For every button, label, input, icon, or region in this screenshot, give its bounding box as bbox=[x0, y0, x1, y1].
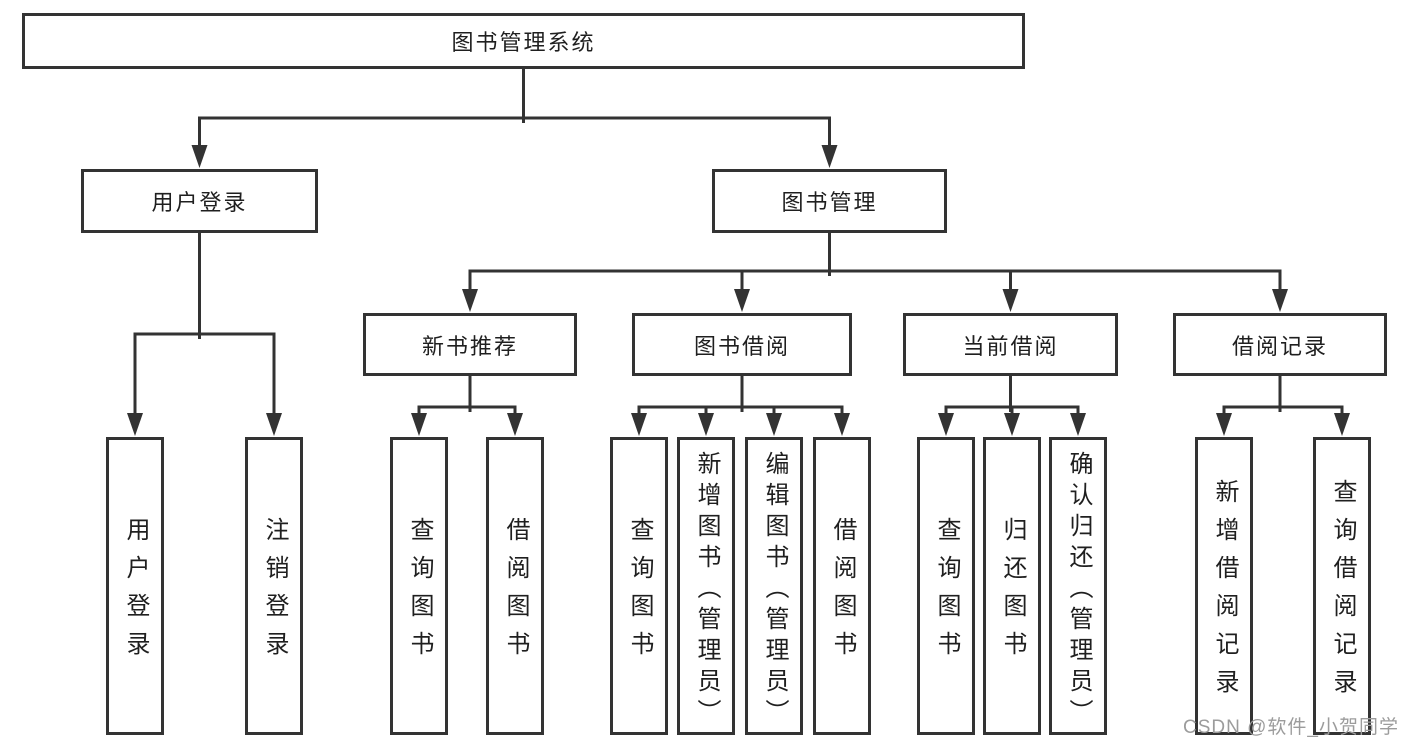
node-rec-borrow-books: 借阅图书 bbox=[486, 437, 544, 735]
node-br-query-record: 查询借阅记录 bbox=[1313, 437, 1371, 735]
node-cb-confirm-return: 确认归还（管理员） bbox=[1049, 437, 1107, 735]
node-label-new-book-rec: 新书推荐 bbox=[421, 333, 518, 359]
connector-borrow-records bbox=[1216, 375, 1350, 436]
arrowhead-icon bbox=[411, 413, 427, 436]
arrowhead-icon bbox=[698, 413, 714, 436]
node-cb-return-books: 归还图书 bbox=[983, 437, 1041, 735]
node-bb-borrow-books: 借阅图书 bbox=[813, 437, 871, 735]
node-label-br-query-record: 查询借阅记录 bbox=[1329, 479, 1356, 707]
node-label-book-mgmt: 图书管理 bbox=[781, 190, 878, 215]
arrowhead-icon bbox=[1070, 413, 1086, 436]
node-label-current-borrow: 当前借阅 bbox=[962, 333, 1059, 359]
arrowhead-icon bbox=[1004, 413, 1020, 436]
connector-current-borrow bbox=[938, 375, 1086, 436]
connector-new-book-rec bbox=[411, 375, 523, 436]
node-label-login: 用户登录 bbox=[151, 190, 248, 215]
node-label-rec-query-books: 查询图书 bbox=[406, 517, 433, 669]
node-label-bb-edit-books: 编辑图书（管理员） bbox=[761, 450, 788, 730]
arrowhead-icon bbox=[191, 145, 208, 168]
node-br-add-record: 新增借阅记录 bbox=[1195, 437, 1253, 735]
arrowhead-icon bbox=[266, 413, 282, 436]
node-bb-add-books: 新增图书（管理员） bbox=[677, 437, 735, 735]
arrowhead-icon bbox=[127, 413, 143, 436]
arrowhead-icon bbox=[821, 145, 838, 168]
node-bb-edit-books: 编辑图书（管理员） bbox=[745, 437, 803, 735]
node-label-bb-query-books: 查询图书 bbox=[626, 517, 653, 669]
connector-login bbox=[127, 232, 282, 436]
node-label-cb-confirm-return: 确认归还（管理员） bbox=[1065, 450, 1092, 730]
node-logout: 注销登录 bbox=[245, 437, 303, 735]
node-label-cb-query-books: 查询图书 bbox=[933, 517, 960, 669]
node-current-borrow: 当前借阅 bbox=[903, 313, 1118, 376]
node-label-bb-add-books: 新增图书（管理员） bbox=[693, 450, 720, 730]
node-label-bb-borrow-books: 借阅图书 bbox=[829, 517, 856, 669]
node-cb-query-books: 查询图书 bbox=[917, 437, 975, 735]
node-rec-query-books: 查询图书 bbox=[390, 437, 448, 735]
node-label-root: 图书管理系统 bbox=[451, 30, 596, 55]
arrowhead-icon bbox=[631, 413, 647, 436]
node-new-book-rec: 新书推荐 bbox=[363, 313, 577, 376]
arrowhead-icon bbox=[766, 413, 782, 436]
arrowhead-icon bbox=[834, 413, 850, 436]
node-book-mgmt: 图书管理 bbox=[712, 169, 947, 233]
node-book-borrow: 图书借阅 bbox=[632, 313, 852, 376]
node-label-cb-return-books: 归还图书 bbox=[999, 517, 1026, 669]
arrowhead-icon bbox=[1272, 289, 1288, 312]
node-user-login: 用户登录 bbox=[106, 437, 164, 735]
node-bb-query-books: 查询图书 bbox=[610, 437, 668, 735]
arrowhead-icon bbox=[1334, 413, 1350, 436]
connector-book-borrow bbox=[631, 375, 850, 436]
node-label-user-login: 用户登录 bbox=[122, 517, 149, 669]
node-label-book-borrow: 图书借阅 bbox=[693, 333, 790, 359]
node-label-logout: 注销登录 bbox=[261, 517, 288, 669]
node-label-rec-borrow-books: 借阅图书 bbox=[502, 517, 529, 669]
arrowhead-icon bbox=[462, 289, 478, 312]
node-root: 图书管理系统 bbox=[22, 13, 1025, 69]
arrowhead-icon bbox=[1002, 289, 1019, 312]
arrowhead-icon bbox=[507, 413, 523, 436]
node-borrow-records: 借阅记录 bbox=[1173, 313, 1387, 376]
node-label-borrow-records: 借阅记录 bbox=[1231, 333, 1328, 359]
arrowhead-icon bbox=[734, 289, 750, 312]
connector-root bbox=[191, 68, 838, 168]
node-login: 用户登录 bbox=[81, 169, 318, 233]
arrowhead-icon bbox=[938, 413, 954, 436]
node-label-br-add-record: 新增借阅记录 bbox=[1211, 479, 1238, 707]
watermark-text: CSDN @软件_小贺同学 bbox=[1183, 717, 1399, 738]
arrowhead-icon bbox=[1216, 413, 1232, 436]
connector-book-mgmt bbox=[462, 232, 1288, 312]
